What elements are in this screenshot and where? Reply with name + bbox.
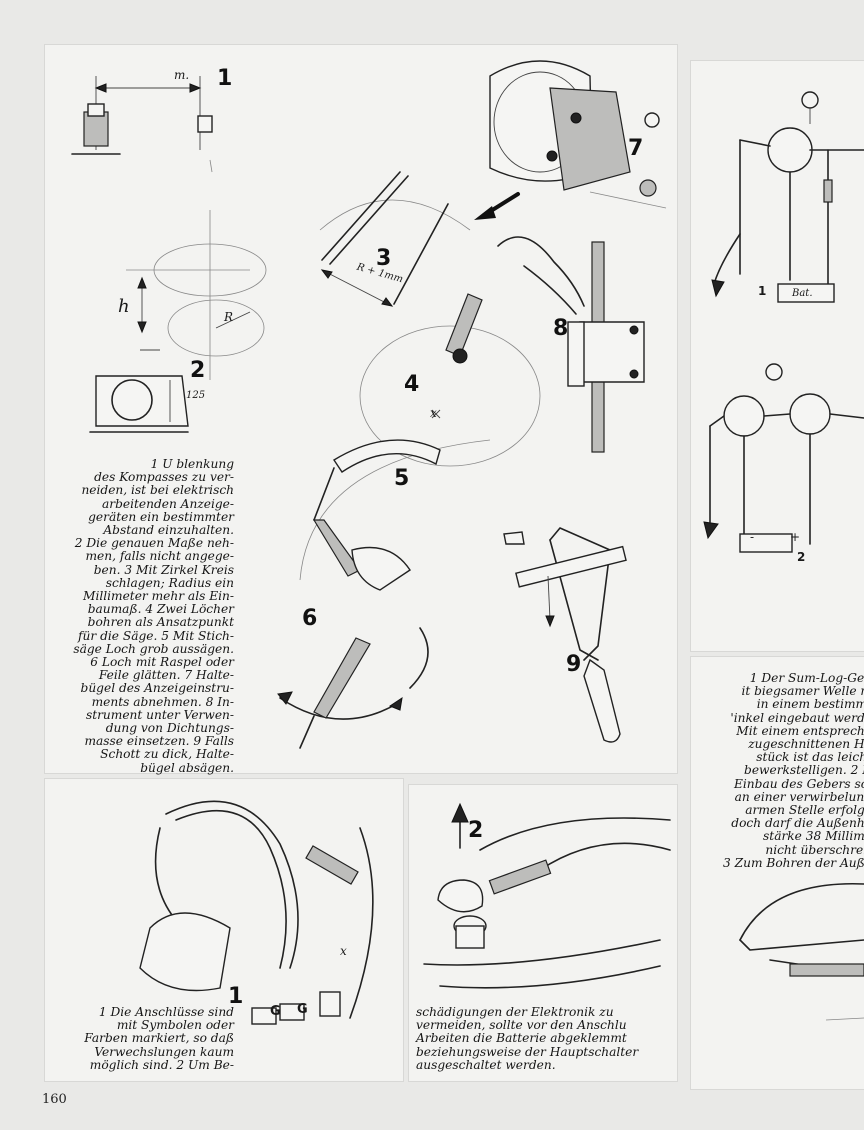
circuit-diagram-2 [703, 363, 864, 553]
circuit-diagram-1 [711, 91, 864, 303]
figure-number-6: 6 [302, 606, 318, 631]
bottom-right-caption: schädigungen der Elektronik zu vermeiden… [416, 1005, 639, 1072]
direction-arrow [474, 192, 520, 220]
page-number: 160 [42, 1092, 67, 1107]
figure-number-1-top: 1 [217, 66, 233, 91]
g1-label: G [270, 1004, 281, 1019]
125-label: 125 [186, 390, 206, 401]
bat-label: Bat. [792, 288, 813, 299]
figure-4-drill-holes [359, 293, 541, 467]
figure-number-2-top: 2 [190, 358, 206, 383]
minus-sign: - [750, 530, 755, 544]
right-text-panel [690, 656, 864, 1090]
figure-2-measuring [89, 210, 267, 433]
figure-number-4: 4 [404, 372, 420, 397]
figure-number-7: 7 [628, 136, 644, 161]
figure-8-instrument-insert [497, 236, 645, 453]
figure-number-8: 8 [553, 316, 569, 341]
figure-number-3: 3 [376, 246, 392, 271]
h-label: h [118, 296, 130, 317]
figure-bottom-1-connections [139, 800, 374, 1025]
r-label: R [224, 310, 234, 324]
right-caption: 1 Der Sum-Log-Geb it biegsamer Welle m i… [723, 671, 864, 870]
figure-6-file-rasp [277, 627, 429, 749]
figure-1-compass-distance [71, 76, 213, 173]
figure-5-jigsaw [299, 439, 491, 591]
figure-number-bottom-2: 2 [468, 818, 484, 843]
plus-sign: + [790, 530, 801, 544]
figure-number-5: 5 [394, 466, 410, 491]
figure-number-bottom-1: 1 [228, 984, 244, 1009]
bottom-right-panel [408, 784, 678, 1082]
figure-number-9: 9 [566, 652, 582, 677]
figure-7-instrument-bracket [489, 60, 667, 209]
circuit-2-label: 2 [797, 550, 806, 564]
x-mark-label: x [430, 406, 437, 420]
boat-hull-drawing [739, 882, 864, 1021]
dim-m-label: m. [174, 68, 190, 82]
x-bottom-label: x [340, 944, 347, 958]
circuit-1-label: 1 [758, 284, 767, 298]
main-caption: 1 U blenkung des Kompasses zu ver- neide… [73, 457, 234, 775]
figure-bottom-2-battery-terminal [423, 802, 671, 989]
g2-label: G [297, 1002, 308, 1017]
bottom-left-caption: 1 Die Anschlüsse sind mit Symbolen oder … [84, 1005, 234, 1072]
figure-3-compass-circle [319, 171, 471, 307]
figure-9-hacksaw-bracket [503, 527, 627, 743]
